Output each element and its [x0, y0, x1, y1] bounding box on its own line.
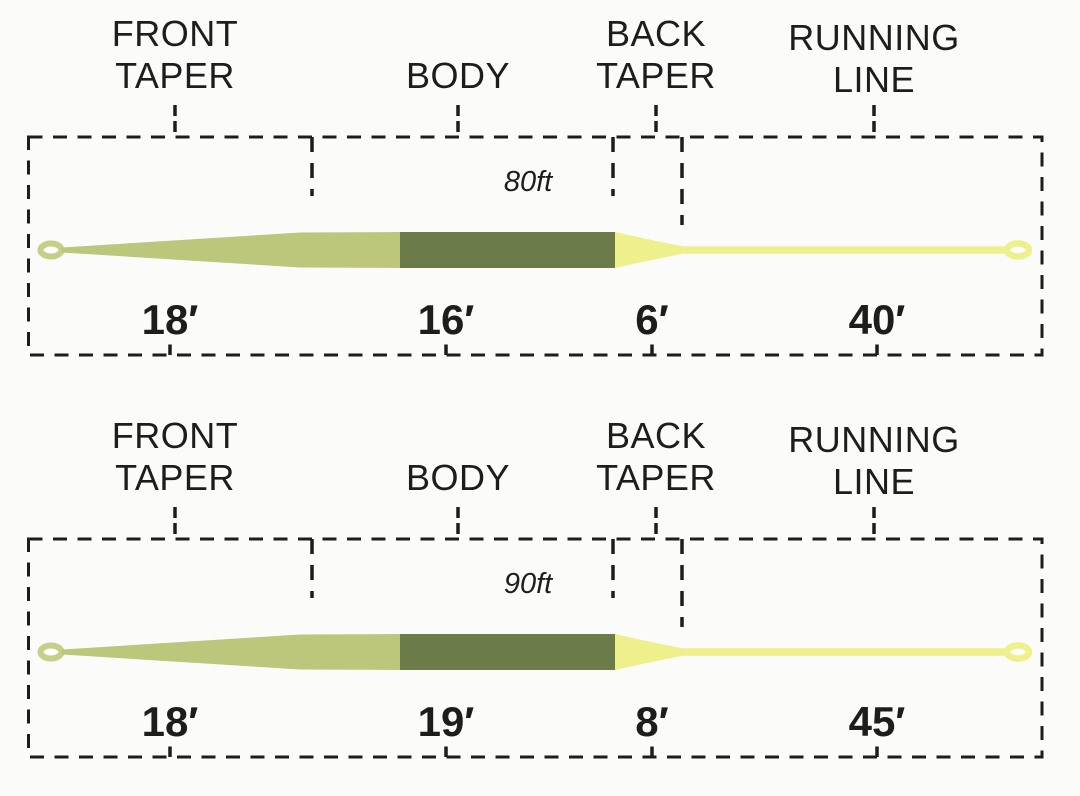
section-label-running-line: RUNNING LINE: [788, 419, 960, 502]
section-label-body: BODY: [406, 55, 510, 96]
label-line: RUNNING: [788, 17, 960, 58]
body-segment: [400, 634, 615, 670]
label-line: TAPER: [596, 55, 716, 96]
fly-line-graphic: [37, 634, 1033, 670]
front-taper-segment: [62, 634, 400, 670]
dashed-border: [27, 537, 1044, 759]
section-label-body: BODY: [406, 457, 510, 498]
section-length-running-line: 40′: [849, 296, 906, 343]
label-line: TAPER: [115, 457, 235, 498]
welded-loop-right-icon: [1003, 642, 1033, 662]
welded-loop-right-icon: [1003, 240, 1033, 260]
section-length-running-line: 45′: [849, 698, 906, 745]
section-label-back-taper: BACK TAPER: [596, 415, 716, 498]
section-label-running-line: RUNNING LINE: [788, 17, 960, 100]
section-length-back-taper: 6′: [635, 296, 668, 343]
welded-loop-left-icon: [37, 240, 65, 260]
section-length-back-taper: 8′: [635, 698, 668, 745]
taper-diagram-80ft: FRONT TAPER BODY BACK TAPER RUNNING LINE…: [27, 13, 1044, 357]
back-taper-segment: [615, 232, 683, 268]
section-length-body: 19′: [418, 698, 475, 745]
section-length-front-taper: 18′: [142, 296, 199, 343]
section-label-front-taper: FRONT TAPER: [112, 415, 238, 498]
label-line: BACK: [606, 13, 706, 54]
total-length-label: 80ft: [504, 166, 554, 198]
section-length-body: 16′: [418, 296, 475, 343]
label-line: BODY: [406, 55, 510, 96]
front-taper-segment: [62, 232, 400, 268]
label-line: LINE: [833, 461, 915, 502]
label-line: TAPER: [596, 457, 716, 498]
section-label-front-taper: FRONT TAPER: [112, 13, 238, 96]
back-taper-segment: [615, 634, 683, 670]
label-line: LINE: [833, 59, 915, 100]
label-line: BODY: [406, 457, 510, 498]
fly-line-graphic: [37, 232, 1033, 268]
label-line: FRONT: [112, 13, 238, 54]
body-segment: [400, 232, 615, 268]
total-length-label: 90ft: [504, 568, 554, 600]
section-length-front-taper: 18′: [142, 698, 199, 745]
section-label-back-taper: BACK TAPER: [596, 13, 716, 96]
welded-loop-left-icon: [37, 642, 65, 662]
running-line-segment: [681, 246, 1007, 254]
label-line: TAPER: [115, 55, 235, 96]
dashed-border: [27, 135, 1044, 357]
running-line-segment: [681, 648, 1007, 656]
label-line: BACK: [606, 415, 706, 456]
label-line: FRONT: [112, 415, 238, 456]
taper-diagram-90ft: FRONT TAPER BODY BACK TAPER RUNNING LINE…: [27, 415, 1044, 759]
label-line: RUNNING: [788, 419, 960, 460]
